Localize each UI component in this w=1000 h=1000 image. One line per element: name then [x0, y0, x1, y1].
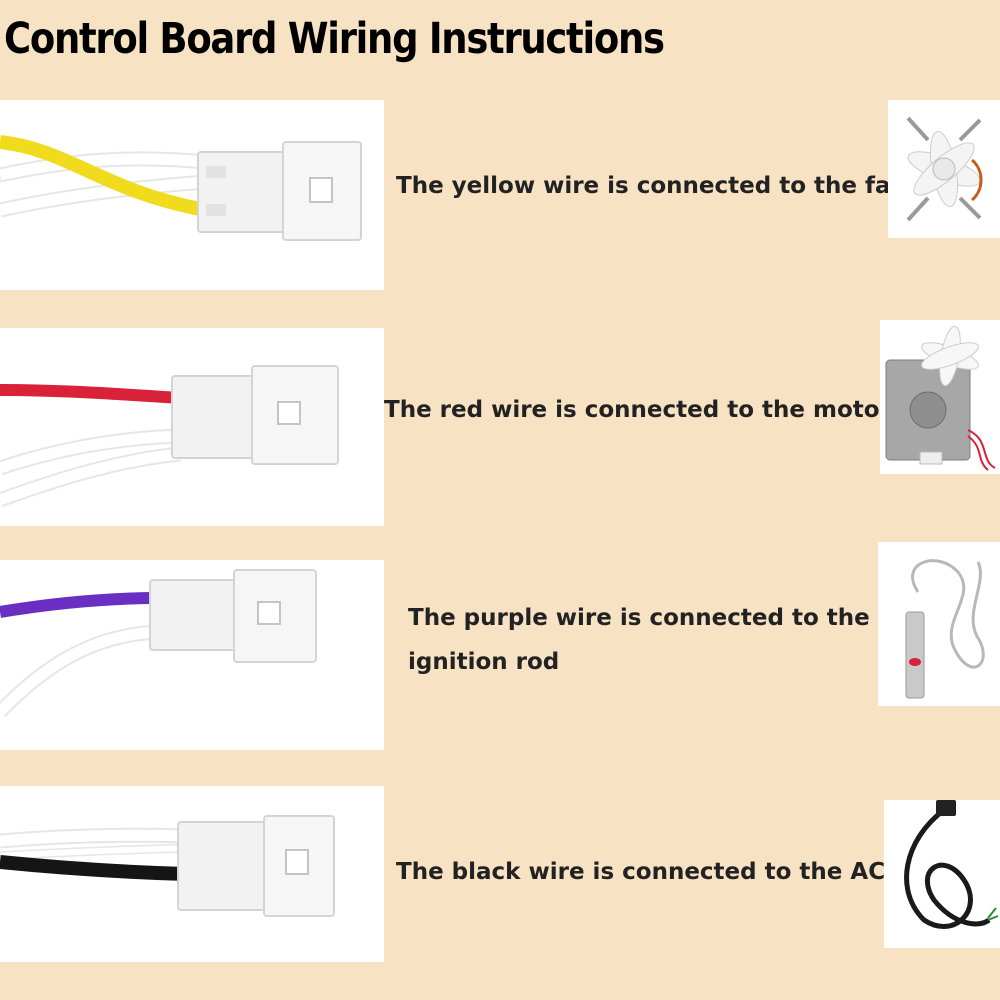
wire: [0, 135, 207, 217]
purple-wire-connector-image: [0, 560, 384, 750]
fan-thumbnail: [888, 100, 1000, 238]
ignition-rod-icon: [905, 559, 985, 699]
wire: [0, 592, 161, 618]
red-wire-connector-image: [0, 328, 384, 526]
caption-yellow: The yellow wire is connected to the fan: [396, 173, 907, 199]
motor-icon: [885, 325, 996, 471]
wire: [0, 855, 187, 881]
page-title: Control Board Wiring Instructions: [4, 14, 665, 64]
ac-power-cord-icon: [904, 800, 999, 929]
wire: [0, 384, 181, 404]
caption-red: The red wire is connected to the motor: [384, 397, 891, 423]
black-wire-connector-image: [0, 786, 384, 962]
fan-icon: [906, 116, 983, 222]
ac-cord-thumbnail: [884, 800, 1000, 948]
ignition-rod-thumbnail: [878, 542, 1000, 706]
caption-black: The black wire is connected to the AC: [396, 859, 886, 885]
motor-thumbnail: [880, 320, 1000, 474]
yellow-wire-connector-image: [0, 100, 384, 290]
caption-purple: The purple wire is connected to the igni…: [408, 605, 870, 675]
